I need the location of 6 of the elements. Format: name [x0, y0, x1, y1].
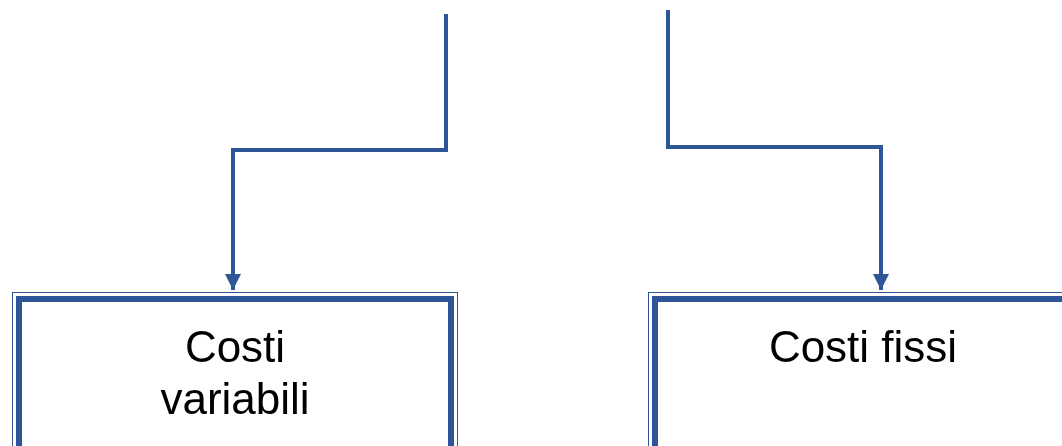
arrow [666, 10, 889, 290]
process-box [12, 292, 458, 446]
box-label: Costi fissi [768, 321, 958, 373]
box-label: Costi variabili [159, 321, 311, 425]
arrow [225, 14, 448, 290]
process-box [648, 292, 1062, 446]
